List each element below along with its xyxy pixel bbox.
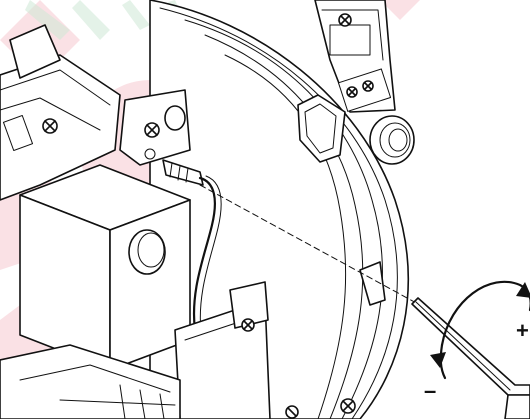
- probe-cable: [162, 159, 222, 333]
- screw-icon: [42, 118, 58, 134]
- screw-icon: [338, 13, 352, 27]
- housing-clamp: [297, 94, 386, 306]
- screw-icon: [340, 398, 356, 414]
- screw-icon: [144, 122, 160, 138]
- burner-housing: [149, 0, 410, 419]
- screw-icon: [346, 86, 358, 98]
- screw-icon: [241, 318, 255, 332]
- sight-port: [369, 115, 415, 165]
- lower-assembly: [0, 281, 356, 419]
- screw-icon: [285, 405, 299, 419]
- electrode-plate: [119, 89, 191, 166]
- hex-key-icon: [411, 297, 530, 419]
- screw-icon: [362, 80, 374, 92]
- minus-label: –: [424, 378, 436, 403]
- frame-left: [0, 24, 121, 201]
- curved-arrow-icon: [430, 280, 530, 380]
- plus-label: +: [516, 318, 529, 343]
- alignment-guide: [199, 184, 421, 306]
- control-box: [19, 164, 191, 371]
- top-bracket: [314, 0, 396, 113]
